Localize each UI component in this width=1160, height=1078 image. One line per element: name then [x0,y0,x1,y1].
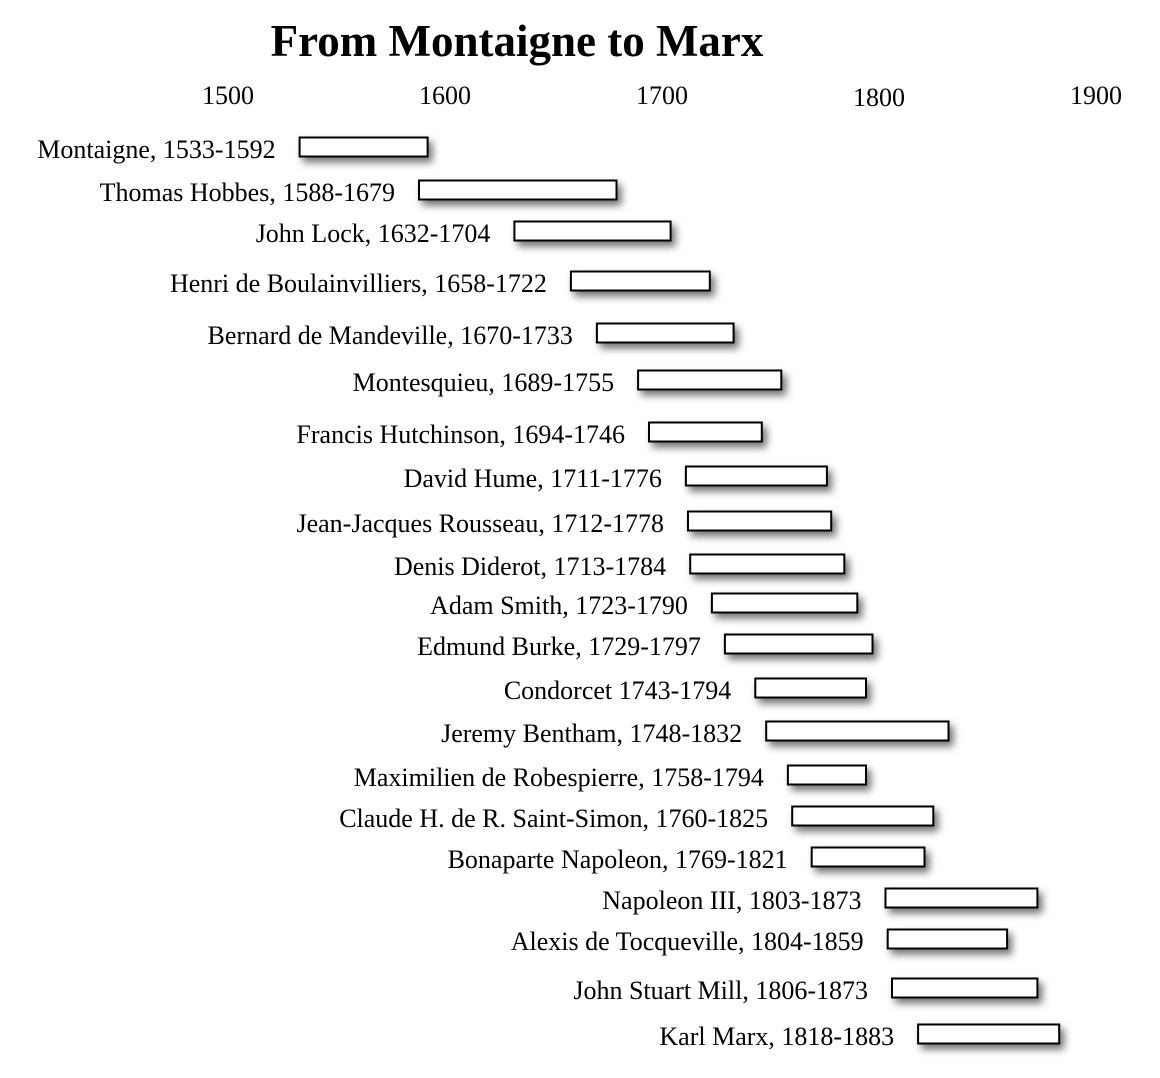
bar-label: Napoleon III, 1803-1873 [602,886,861,915]
bar-label: John Stuart Mill, 1806-1873 [573,976,868,1005]
timeline-bar [810,846,926,868]
bar-label: Condorcet 1743-1794 [504,676,731,705]
timeline-bar [710,592,859,614]
x-axis-ticks: 1500 1600 1700 1800 1900 [202,81,1122,112]
timeline-bar [418,179,618,201]
timeline-bar [595,322,735,344]
bar-label: Denis Diderot, 1713-1784 [394,552,666,581]
x-tick-label: 1700 [636,81,688,110]
bar-label: Karl Marx, 1818-1883 [659,1022,894,1051]
x-tick-label: 1900 [1070,81,1122,110]
timeline-bar [684,465,828,487]
bar-label: Maximilien de Robespierre, 1758-1794 [354,763,764,792]
timeline-bar [689,553,846,575]
bar-label: Montaigne, 1533-1592 [37,135,275,164]
timeline-bar [765,720,950,742]
bar-label: Bonaparte Napoleon, 1769-1821 [448,845,788,874]
x-tick-label: 1800 [853,83,905,112]
timeline-bar [569,270,711,292]
bar-label: Henri de Boulainvilliers, 1658-1722 [170,269,547,298]
timeline-bar [723,633,874,655]
timeline-bar [687,510,833,532]
x-tick-label: 1600 [419,81,471,110]
timeline-bar [298,136,429,158]
bar-label: Bernard de Mandeville, 1670-1733 [208,321,573,350]
timeline-bar [917,1023,1061,1045]
bar-label: David Hume, 1711-1776 [404,464,662,493]
timeline-bar [891,977,1039,999]
timeline-bar [637,369,783,391]
timeline-bar [648,421,763,443]
timeline-bar [886,928,1009,950]
chart-title: From Montaigne to Marx [271,16,764,66]
bar-label: Jeremy Bentham, 1748-1832 [441,719,742,748]
timeline-bar [786,764,868,786]
x-tick-label: 1500 [202,81,254,110]
bar-label: Edmund Burke, 1729-1797 [417,632,701,661]
bar-label: Thomas Hobbes, 1588-1679 [100,178,395,207]
bar-label: Alexis de Tocqueville, 1804-1859 [511,927,864,956]
timeline-bar [754,677,867,699]
timeline-bar [884,887,1039,909]
bar-label: Jean-Jacques Rousseau, 1712-1778 [296,509,664,538]
timeline-bar [513,220,672,242]
bar-label: Montesquieu, 1689-1755 [353,368,614,397]
timeline-bar [791,805,935,827]
bar-label: John Lock, 1632-1704 [256,219,491,248]
bar-label: Claude H. de R. Saint-Simon, 1760-1825 [339,804,768,833]
bar-label: Francis Hutchinson, 1694-1746 [296,420,625,449]
bar-label: Adam Smith, 1723-1790 [430,591,688,620]
